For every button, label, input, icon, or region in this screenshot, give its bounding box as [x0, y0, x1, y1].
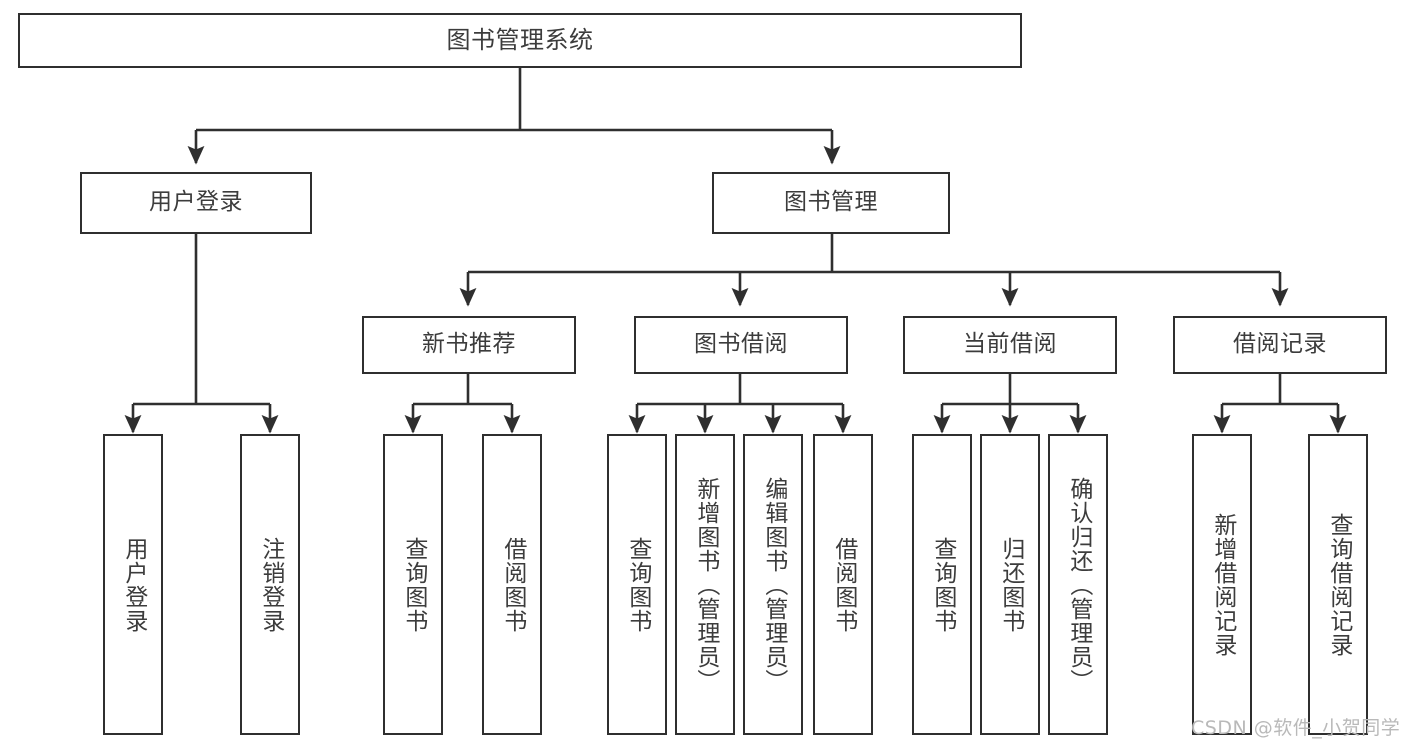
node-borrow-record-label: 借阅记录: [1233, 331, 1327, 358]
leaf-borrow-book-1[interactable]: 借阅图书: [482, 434, 542, 735]
node-root[interactable]: 图书管理系统: [18, 13, 1022, 68]
node-book-manage-label: 图书管理: [784, 189, 878, 216]
leaf-add-record[interactable]: 新增借阅记录: [1192, 434, 1252, 735]
leaf-return-book[interactable]: 归还图书: [980, 434, 1040, 735]
leaf-borrow-book-2-label: 借阅图书: [830, 536, 857, 633]
leaf-edit-book[interactable]: 编辑图书（管理员）: [743, 434, 803, 735]
leaf-query-record-label: 查询借阅记录: [1325, 512, 1352, 657]
leaf-logout-label: 注销登录: [257, 536, 284, 633]
node-new-book-rec[interactable]: 新书推荐: [362, 316, 576, 374]
leaf-query-book-1-label: 查询图书: [400, 536, 427, 633]
leaf-query-book-1[interactable]: 查询图书: [383, 434, 443, 735]
node-borrow-record[interactable]: 借阅记录: [1173, 316, 1387, 374]
leaf-add-book[interactable]: 新增图书（管理员）: [675, 434, 735, 735]
node-book-borrow[interactable]: 图书借阅: [634, 316, 848, 374]
csdn-watermark: CSDN @软件_小贺同学: [1191, 717, 1401, 739]
node-user-login-label: 用户登录: [149, 189, 243, 216]
node-user-login[interactable]: 用户登录: [80, 172, 312, 234]
node-current-borrow-label: 当前借阅: [963, 331, 1057, 358]
leaf-add-book-label: 新增图书（管理员）: [692, 476, 719, 693]
leaf-query-book-3[interactable]: 查询图书: [912, 434, 972, 735]
node-book-borrow-label: 图书借阅: [694, 331, 788, 358]
leaf-edit-book-label: 编辑图书（管理员）: [760, 476, 787, 693]
leaf-confirm-return[interactable]: 确认归还（管理员）: [1048, 434, 1108, 735]
leaf-query-record[interactable]: 查询借阅记录: [1308, 434, 1368, 735]
leaf-confirm-return-label: 确认归还（管理员）: [1065, 476, 1092, 693]
leaf-logout[interactable]: 注销登录: [240, 434, 300, 735]
leaf-query-book-3-label: 查询图书: [929, 536, 956, 633]
node-new-book-rec-label: 新书推荐: [422, 331, 516, 358]
node-current-borrow[interactable]: 当前借阅: [903, 316, 1117, 374]
leaf-query-book-2[interactable]: 查询图书: [607, 434, 667, 735]
node-book-manage[interactable]: 图书管理: [712, 172, 950, 234]
node-root-label: 图书管理系统: [446, 26, 594, 55]
leaf-return-book-label: 归还图书: [997, 536, 1024, 633]
leaf-user-login[interactable]: 用户登录: [103, 434, 163, 735]
leaf-borrow-book-2[interactable]: 借阅图书: [813, 434, 873, 735]
leaf-user-login-label: 用户登录: [120, 536, 147, 633]
leaf-borrow-book-1-label: 借阅图书: [499, 536, 526, 633]
leaf-query-book-2-label: 查询图书: [624, 536, 651, 633]
leaf-add-record-label: 新增借阅记录: [1209, 512, 1236, 657]
